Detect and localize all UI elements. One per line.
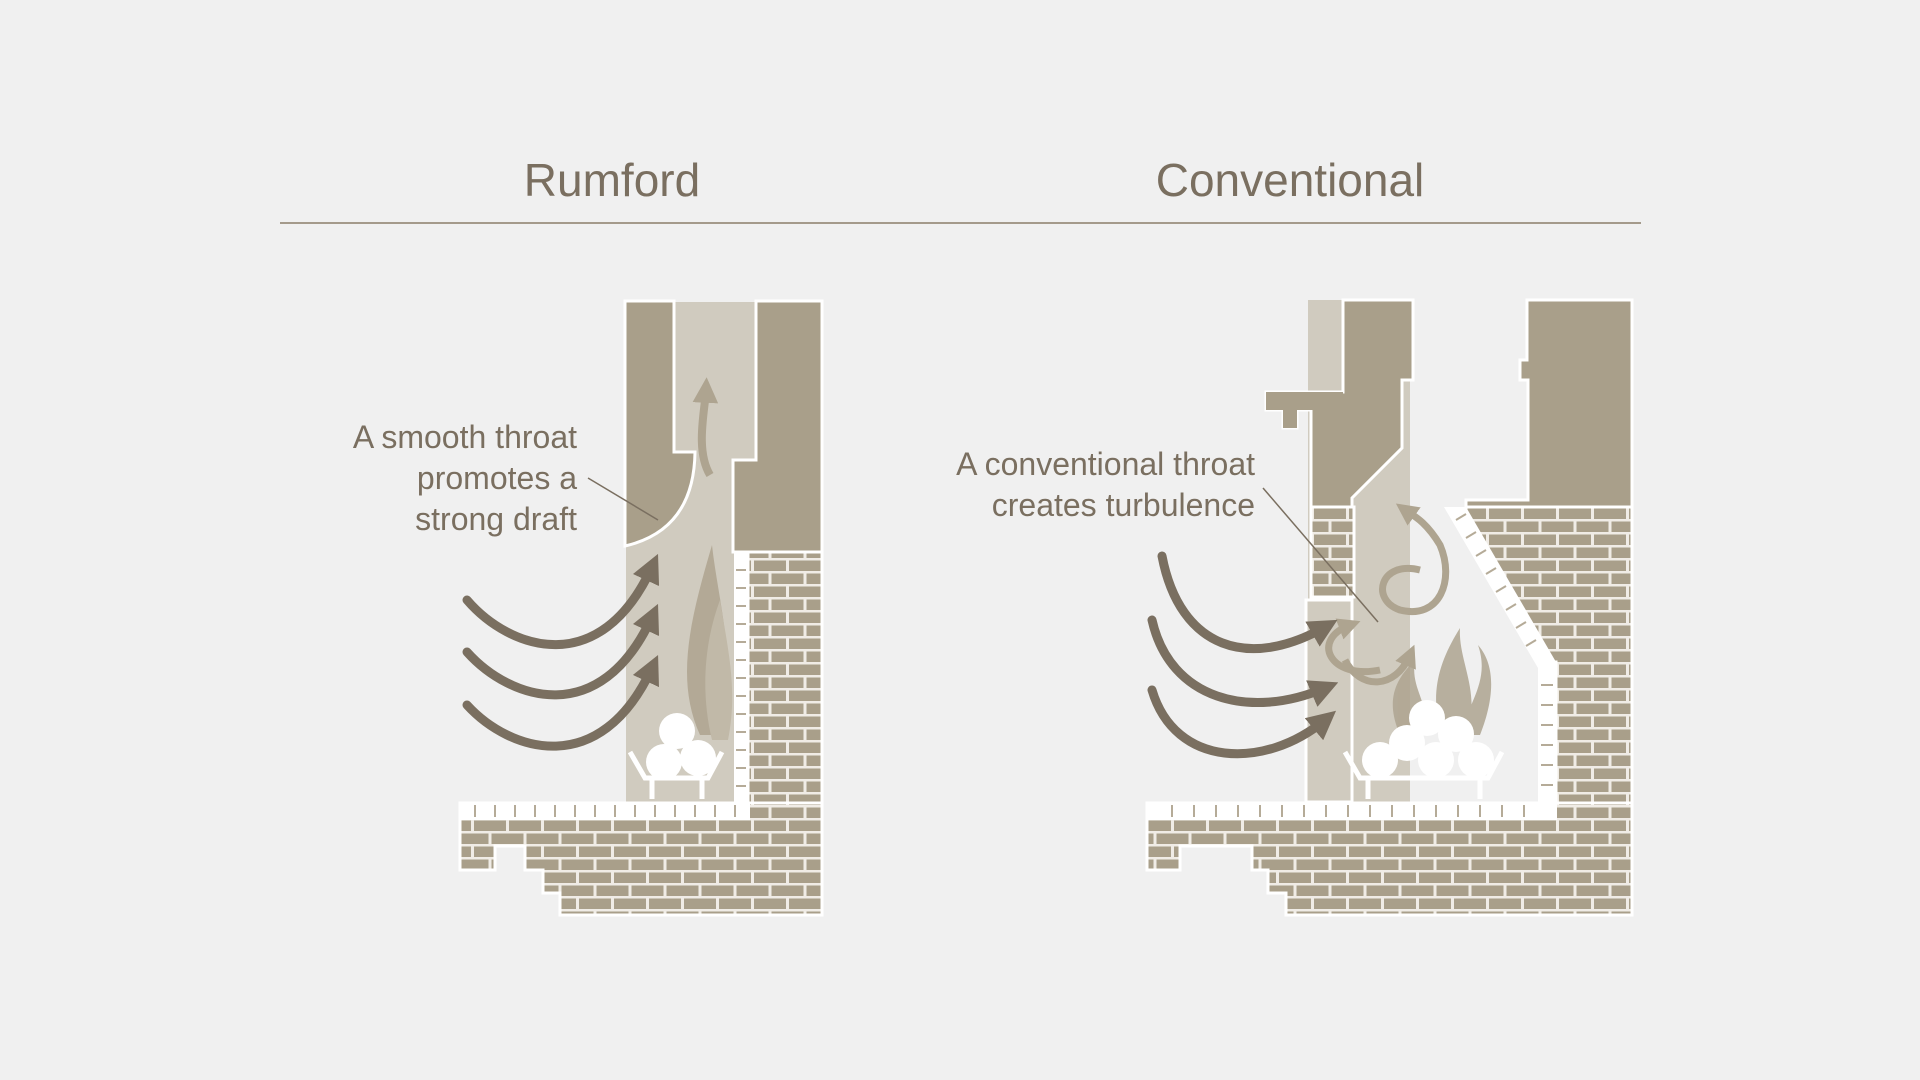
conventional-firebrick-ticks: [1455, 513, 1553, 786]
rumford-hearth-strip: [460, 802, 750, 820]
rumford-flue-draft-arrow: [692, 377, 719, 478]
rumford-annotation-leader: [587, 477, 659, 521]
rumford-left-masonry: [623, 299, 697, 548]
conventional-annotation-leader: [1262, 487, 1379, 623]
conventional-hearth-strip: [1147, 802, 1557, 820]
rumford-annotation-line-3: strong draft: [415, 501, 577, 537]
conventional-hearth-ticks: [1171, 805, 1525, 817]
conventional-swirl-arrow-right: [1341, 644, 1416, 686]
rumford-flames: [687, 545, 733, 740]
rumford-firebrick-ticks: [736, 569, 746, 787]
heading-rumford: Rumford: [524, 154, 700, 206]
conventional-right-solid-masonry: [1464, 298, 1634, 509]
rumford-right-brick-wall: [746, 550, 824, 806]
rumford-grate: [627, 750, 725, 799]
rumford-hearth-base: [458, 801, 824, 917]
conventional-airflow-arrows: [1147, 551, 1339, 759]
rumford-annotation-line-2: promotes a: [417, 460, 577, 496]
heading-conventional: Conventional: [1156, 154, 1425, 206]
rumford-fireplace: A smooth throat promotes a strong draft: [353, 299, 824, 917]
conventional-logs: [1362, 700, 1494, 778]
conventional-swirl-arrow-left: [1325, 618, 1381, 676]
conventional-fireplace: A conventional throat creates turbulence: [956, 298, 1634, 917]
conventional-right-firebrick-lining: [1444, 507, 1556, 822]
conventional-left-step-masonry: [1266, 392, 1343, 428]
conventional-hearth-base: [1145, 801, 1634, 917]
conventional-annotation-line-1: A conventional throat: [956, 446, 1255, 482]
conventional-grate: [1342, 750, 1505, 799]
conventional-annotation-line-2: creates turbulence: [992, 487, 1255, 523]
rumford-annotation-line-1: A smooth throat: [353, 419, 577, 455]
conventional-turbulence-swirl: [1379, 503, 1450, 615]
rumford-hearth-ticks: [474, 805, 736, 817]
rumford-right-masonry: [731, 299, 824, 554]
rumford-airflow-arrows: [462, 553, 660, 751]
rumford-logs: [646, 713, 716, 780]
